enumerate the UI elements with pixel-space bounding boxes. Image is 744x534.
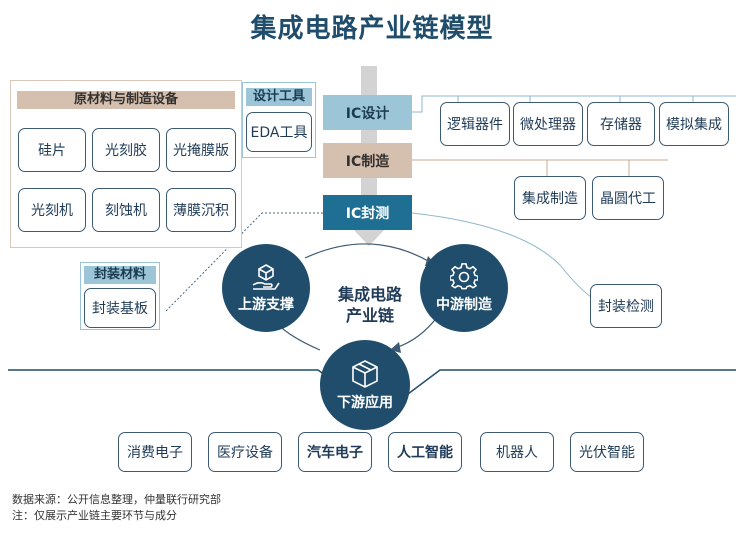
cycle-downstream: 下游应用: [320, 340, 410, 430]
stage-ic-packaging: IC封测: [323, 195, 412, 230]
gear-icon: [450, 262, 478, 289]
packaging-material-connector: [164, 212, 323, 313]
footnote-source: 数据来源：公开信息整理，仲量联行研究部: [12, 493, 221, 506]
app-robotics: 机器人: [480, 432, 554, 472]
stage-ic-manufacturing: IC制造: [323, 143, 412, 178]
pack-testing: 封装检测: [590, 284, 662, 328]
app-smart-photovoltaic: 光伏智能: [570, 432, 644, 472]
materials-header: 原材料与制造设备: [17, 91, 235, 109]
hand-cube-icon: [252, 263, 280, 290]
app-artificial-intelligence: 人工智能: [388, 432, 462, 472]
design-tools-header: 设计工具: [246, 88, 312, 106]
material-photoresist: 光刻胶: [92, 128, 160, 172]
product-memory: 存储器: [587, 102, 655, 146]
app-automotive-electronics: 汽车电子: [298, 432, 372, 472]
cycle-downstream-label: 下游应用: [337, 394, 393, 411]
cycle-center-label: 集成电路 产业链: [320, 284, 420, 328]
cycle-arc-top: [304, 243, 431, 263]
cycle-midstream-label: 中游制造: [436, 296, 492, 313]
cycle-midstream: 中游制造: [420, 244, 508, 332]
cycle-upstream-label: 上游支撑: [238, 296, 294, 313]
manufacturing-connector: [412, 159, 668, 176]
cycle-center-line-2: 产业链: [345, 306, 394, 325]
product-analog: 模拟集成: [659, 102, 729, 146]
stage-ic-design: IC设计: [323, 95, 412, 130]
footnote-note: 注：仅展示产业链主要环节与成分: [12, 509, 177, 522]
mfg-foundry: 晶圆代工: [592, 176, 664, 220]
page-title: 集成电路产业链模型: [250, 14, 494, 44]
equipment-lithography: 光刻机: [18, 188, 86, 232]
box-icon: [352, 359, 378, 388]
app-medical-devices: 医疗设备: [208, 432, 282, 472]
mfg-integrated: 集成制造: [514, 176, 586, 220]
product-logic-device: 逻辑器件: [440, 102, 510, 146]
cycle-upstream: 上游支撑: [222, 244, 310, 332]
equipment-deposition: 薄膜沉积: [166, 188, 236, 232]
cycle-center-line-1: 集成电路: [337, 285, 402, 304]
packaging-connector: [411, 212, 596, 301]
packaging-substrate: 封装基板: [84, 288, 156, 328]
product-microprocessor: 微处理器: [513, 102, 583, 146]
packaging-materials-header: 封装材料: [84, 266, 156, 284]
tool-eda: EDA工具: [246, 112, 312, 152]
material-silicon-wafer: 硅片: [18, 128, 86, 172]
app-consumer-electronics: 消费电子: [118, 432, 192, 472]
design-connector: [412, 95, 736, 113]
material-photomask: 光掩膜版: [166, 128, 236, 172]
equipment-etcher: 刻蚀机: [92, 188, 160, 232]
